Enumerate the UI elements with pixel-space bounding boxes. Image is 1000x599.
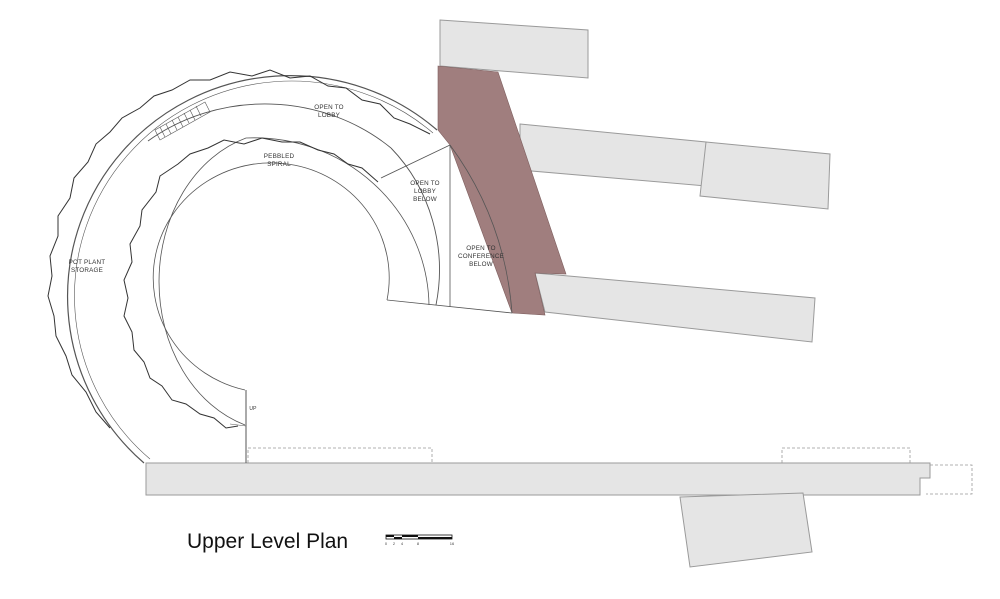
planter-row-outer xyxy=(47,69,431,429)
label-open-to-conference-below-line-3: BELOW xyxy=(469,261,493,268)
scale-bar: 0 2 4 8 16 xyxy=(385,534,455,546)
stair-tread xyxy=(159,126,166,138)
label-open-to-lobby-below-line-1: OPEN TO xyxy=(410,180,440,187)
scale-tick-label: 2 xyxy=(393,541,396,546)
south-bar xyxy=(145,462,931,496)
label-open-to-lobby-line-1: OPEN TO xyxy=(314,104,344,111)
scale-tick-label: 4 xyxy=(401,541,404,546)
label-pot-plant-storage-line-2: STORAGE xyxy=(71,267,103,274)
dashed-outlines xyxy=(247,447,973,495)
scale-bar-segment xyxy=(394,537,402,539)
scale-bar-segment xyxy=(418,537,452,539)
plan-title: Upper Level Plan xyxy=(187,530,348,553)
spiral-lobby-edge xyxy=(147,103,392,149)
stair-tread xyxy=(189,109,196,121)
label-open-to-lobby-below-line-3: BELOW xyxy=(413,196,437,203)
spiral-mid-edge xyxy=(158,137,430,426)
east-volume-upper xyxy=(519,123,707,187)
dashed-outline-end xyxy=(926,464,973,495)
east-volume-lower xyxy=(534,272,816,343)
south-volume xyxy=(679,492,813,568)
stair-tread xyxy=(171,119,178,131)
stair-tread xyxy=(183,112,190,124)
scale-tick-label: 16 xyxy=(450,541,455,546)
stair-outline xyxy=(154,101,211,141)
stair-tread xyxy=(165,123,172,135)
spiral-ramp xyxy=(67,75,513,464)
spiral-end-cap xyxy=(229,423,247,427)
label-pot-plant-storage-line-1: POT PLANT xyxy=(69,259,106,266)
label-pebbled-spiral-line-1: PEBBLED xyxy=(264,153,295,160)
east-volume-right xyxy=(699,141,831,210)
north-volume xyxy=(439,19,589,79)
stair-tread xyxy=(177,116,184,128)
label-open-to-conference-below-line-2: CONFERENCE xyxy=(458,253,504,260)
dashed-outline-right xyxy=(781,447,911,463)
sloped-accent-wall xyxy=(437,65,567,316)
scale-bar-segment xyxy=(402,535,418,537)
stair xyxy=(154,101,211,141)
dashed-outline-left xyxy=(247,447,433,463)
planter-zigzag xyxy=(47,69,431,429)
opening-divider-1 xyxy=(380,144,451,179)
planter-row-inner xyxy=(123,137,379,429)
spiral-outer-facade xyxy=(449,144,513,314)
opening-divider-3 xyxy=(386,299,513,314)
scale-tick-label: 0 xyxy=(385,541,388,546)
label-pebbled-spiral-line-2: SPIRAL xyxy=(267,161,291,168)
stair-tread xyxy=(195,105,202,117)
spiral-outer-edge-inner xyxy=(74,80,434,460)
label-open-to-lobby-line-2: LOBBY xyxy=(318,112,341,119)
spiral-lobby-arc-right xyxy=(390,147,440,306)
room-labels: OPEN TO LOBBY PEBBLED SPIRAL POT PLANT S… xyxy=(69,104,504,412)
spiral-outer-edge xyxy=(67,75,438,464)
building-volumes xyxy=(145,19,931,568)
scale-tick-label: 8 xyxy=(417,541,420,546)
label-up-marker: UP xyxy=(249,406,257,412)
spiral-inner-edge xyxy=(152,162,390,391)
scale-bar-segment xyxy=(386,535,394,537)
label-open-to-conference-below-line-1: OPEN TO xyxy=(466,245,496,252)
label-open-to-lobby-below-line-2: LOBBY xyxy=(414,188,437,195)
